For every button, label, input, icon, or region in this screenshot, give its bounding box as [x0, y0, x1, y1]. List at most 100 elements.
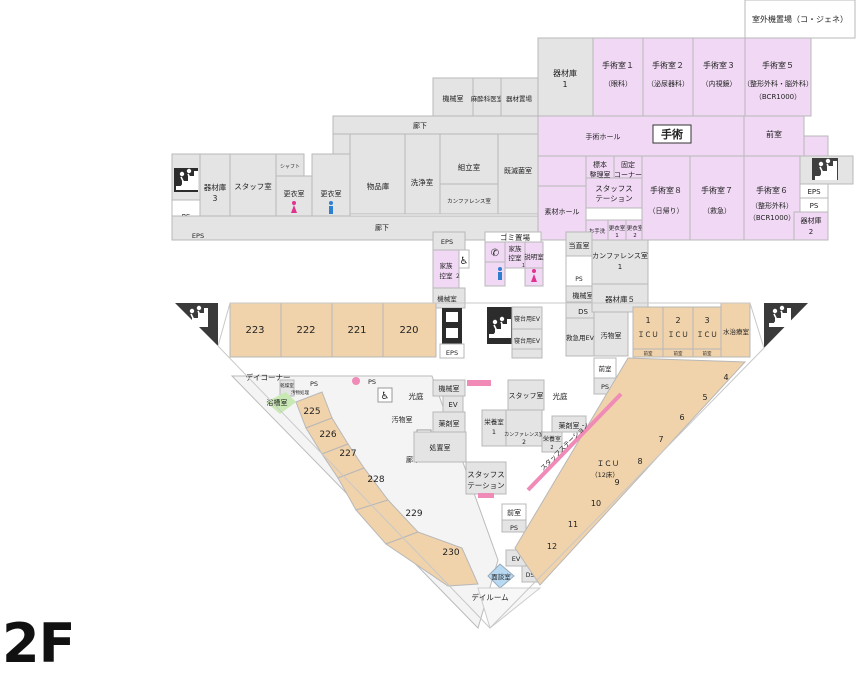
svg-text:２: ２	[455, 273, 461, 280]
female-body	[531, 274, 537, 282]
svg-text:更衣室: 更衣室	[284, 189, 305, 198]
svg-text:DS: DS	[578, 308, 588, 316]
counter-pink	[467, 380, 491, 386]
room-or-1	[592, 37, 644, 117]
svg-text:機械室: 機械室	[439, 384, 460, 393]
room-or-2	[642, 37, 694, 117]
svg-text:3: 3	[704, 316, 709, 325]
wheelchair-glyph-2: ♿	[381, 391, 390, 402]
room-or-6	[743, 155, 801, 241]
room-interview	[487, 563, 515, 589]
nurse-call-icon	[352, 377, 360, 385]
room-sterilized	[497, 133, 539, 215]
svg-text:（救急）: （救急）	[703, 206, 731, 215]
svg-text:手術室８: 手術室８	[650, 185, 682, 195]
svg-text:お手洗: お手洗	[589, 227, 606, 235]
svg-text:ＩＣＵ: ＩＣＵ	[668, 331, 689, 339]
svg-text:（内視鏡）: （内視鏡）	[702, 79, 737, 88]
svg-text:救急用EV: 救急用EV	[566, 333, 595, 342]
male-icon-core	[498, 267, 502, 271]
room-conference-upper	[439, 183, 499, 215]
svg-text:手術室１: 手術室１	[602, 60, 634, 70]
svg-text:既滅菌室: 既滅菌室	[504, 166, 532, 175]
svg-text:手術室５: 手術室５	[762, 60, 794, 70]
lower-floor-outline	[217, 302, 765, 629]
svg-text:PS: PS	[368, 378, 376, 386]
svg-text:手術室７: 手術室７	[701, 185, 733, 195]
svg-text:標本: 標本	[593, 160, 607, 169]
surgery-wing: 器材庫 1 手術室１ （眼科） 手術室２ （泌尿器科） 手術室３ （内視鏡） 手…	[537, 37, 854, 241]
svg-text:固定: 固定	[621, 160, 635, 169]
room-anteroom-surgery	[743, 115, 805, 157]
room-clean-hall	[537, 185, 587, 241]
svg-text:整理室: 整理室	[590, 170, 611, 179]
svg-text:1: 1	[562, 80, 567, 89]
svg-text:器材庫: 器材庫	[553, 68, 577, 78]
room-ps-lower	[501, 519, 527, 533]
svg-text:手術: 手術	[661, 127, 683, 141]
svg-text:光庭: 光庭	[553, 391, 568, 401]
upper-service-wing: 機械室 麻酔科医室 器材置場 廊下 物品庫 洗浄室 組立室 カンファレンス室 既…	[171, 77, 539, 241]
icu-open-ward	[514, 357, 747, 586]
svg-text:スタッフ室: スタッフ室	[234, 181, 272, 191]
svg-text:225: 225	[303, 407, 320, 417]
svg-text:器材庫: 器材庫	[801, 216, 822, 225]
svg-text:（BCR1000）: （BCR1000）	[749, 214, 795, 222]
room-or-5	[744, 37, 812, 117]
east-diagonal-icu: スタッフステーション 4 5 6 7 8 9 10 11 12 ＩＣＵ （12床…	[514, 357, 747, 586]
svg-text:手術室６: 手術室６	[756, 185, 788, 195]
svg-text:1: 1	[615, 233, 619, 239]
svg-text:前室: 前室	[766, 129, 782, 139]
svg-text:シャフト: シャフト	[280, 164, 300, 170]
svg-text:前室: 前室	[507, 508, 521, 517]
wheelchair-glyph: ♿	[460, 256, 469, 267]
svg-text:EV: EV	[512, 555, 521, 563]
svg-text:前室: 前室	[703, 350, 712, 357]
svg-text:3: 3	[213, 194, 218, 203]
room-locker-male	[311, 153, 351, 217]
svg-text:12: 12	[547, 542, 557, 551]
svg-text:手術室３: 手術室３	[703, 60, 735, 70]
svg-text:更衣室: 更衣室	[627, 224, 644, 232]
svg-text:221: 221	[347, 325, 366, 336]
svg-text:PS: PS	[510, 524, 518, 532]
corridor-upper	[332, 115, 539, 135]
outdoor-equipment-area	[744, 0, 856, 39]
svg-text:機械室: 機械室	[573, 291, 594, 300]
svg-text:6: 6	[679, 413, 684, 422]
room-dispensing	[413, 431, 467, 463]
room-equipment-place	[500, 77, 539, 117]
room-or-8	[641, 155, 691, 241]
svg-text:スタッフス: スタッフス	[595, 184, 633, 193]
outdoor-label: 室外機置場（コ・ジェネ）	[752, 14, 848, 24]
svg-text:11: 11	[568, 520, 578, 529]
svg-text:前室: 前室	[644, 350, 653, 357]
svg-text:227: 227	[339, 449, 356, 459]
svg-text:（整形外科・脳外科）: （整形外科・脳外科）	[743, 79, 813, 88]
svg-text:2: 2	[633, 233, 637, 239]
male-body	[498, 272, 502, 280]
svg-text:（BCR1000）: （BCR1000）	[755, 93, 801, 101]
icu-3-anteroom	[692, 348, 722, 358]
room-eps-core-2	[439, 343, 465, 359]
svg-text:8: 8	[637, 457, 642, 466]
svg-text:（眼科）: （眼科）	[604, 79, 632, 88]
svg-text:スタッフス: スタッフス	[467, 470, 505, 479]
room-220	[382, 302, 437, 358]
svg-text:廊下: 廊下	[406, 455, 420, 464]
svg-text:水治療室: 水治療室	[723, 327, 750, 336]
female-icon-core	[532, 269, 536, 273]
female-icon	[291, 201, 297, 213]
room-machine-upper	[432, 77, 474, 117]
svg-text:（整形外科）: （整形外科）	[751, 201, 793, 210]
svg-text:（12床）: （12床）	[591, 470, 619, 479]
svg-text:EPS: EPS	[192, 232, 204, 240]
svg-text:PS: PS	[575, 276, 583, 283]
svg-text:EPS: EPS	[807, 188, 821, 196]
svg-text:器材庫５: 器材庫５	[605, 294, 635, 304]
svg-text:洗浄室: 洗浄室	[411, 177, 434, 187]
svg-text:器材庫: 器材庫	[204, 182, 227, 192]
svg-text:5: 5	[702, 393, 707, 402]
svg-text:EPS: EPS	[446, 349, 458, 357]
svg-text:更衣室: 更衣室	[609, 224, 626, 232]
